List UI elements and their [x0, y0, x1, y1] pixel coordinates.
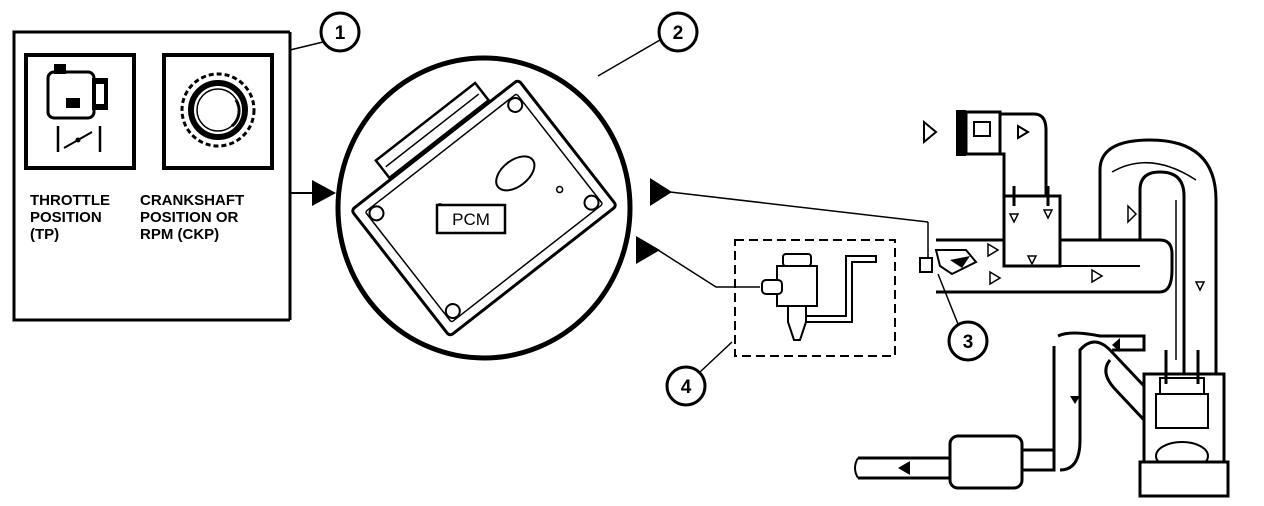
svg-text:1: 1: [335, 23, 346, 44]
input-signal-arrow: [290, 180, 336, 206]
pcm-module: PCM: [335, 55, 633, 361]
throttle-position-sensor-icon: [24, 53, 136, 170]
egr-exhaust-system: [854, 110, 1230, 498]
input-sensors-panel: THROTTLE POSITION (TP) CRANKSHAFT POSITI…: [12, 30, 292, 322]
callout-2: 2: [597, 11, 699, 77]
callout-3: 3: [937, 273, 989, 362]
svg-text:2: 2: [673, 23, 684, 44]
svg-text:4: 4: [681, 377, 692, 398]
callout-1: 1: [289, 11, 361, 53]
output-signal-arrows: [636, 178, 929, 288]
ckp-label: CRANKSHAFT POSITION OR RPM (CKP): [140, 192, 248, 243]
svg-text:3: 3: [963, 332, 974, 353]
callout-4: 4: [665, 341, 733, 407]
pcm-label: PCM: [452, 210, 490, 229]
crankshaft-position-sensor-icon: [162, 53, 274, 170]
tp-label: THROTTLE POSITION (TP): [30, 192, 114, 243]
egr-vacuum-regulator-solenoid: [734, 239, 896, 357]
